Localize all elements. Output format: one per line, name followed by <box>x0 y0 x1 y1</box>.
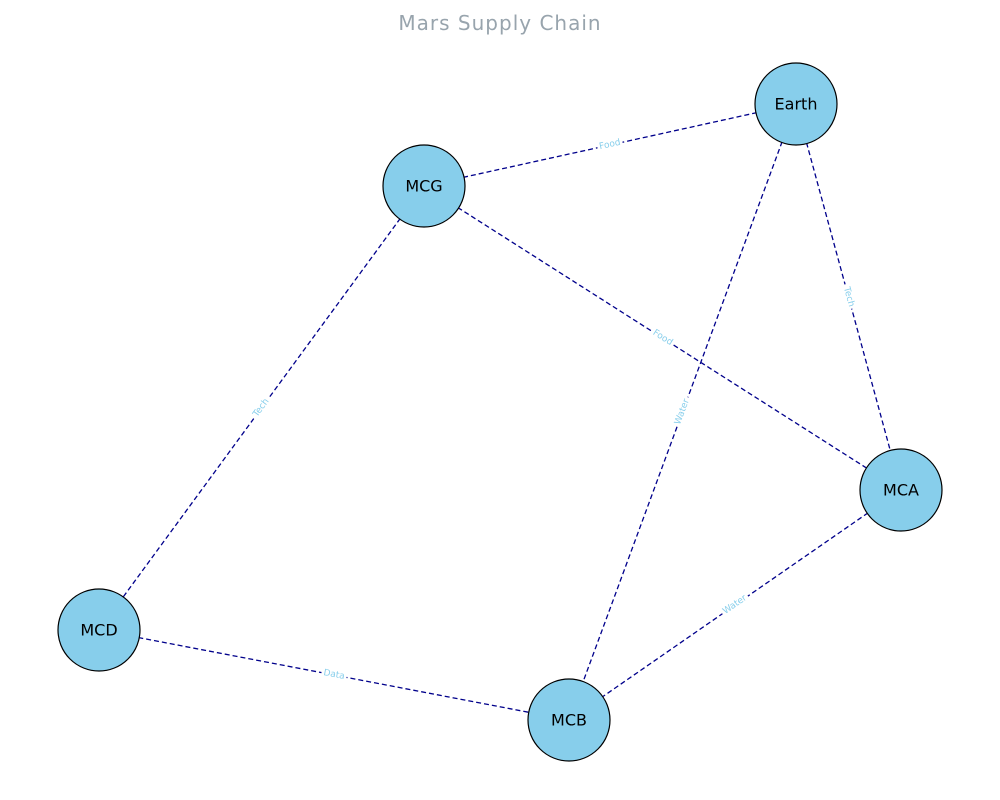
edge-mca-mcb: Water <box>568 489 902 721</box>
edge-label-group: Tech <box>248 394 274 423</box>
node-label: MCA <box>883 481 919 500</box>
edge-mcg-mcd: Tech <box>98 185 425 631</box>
edge-label-background <box>671 395 694 429</box>
node-circle <box>754 62 838 146</box>
edge-label: Data <box>323 668 346 682</box>
edge-label-group: Food <box>596 136 624 154</box>
edge-earth-mca: Tech <box>795 103 902 491</box>
edge-label-group: Tech <box>839 282 858 311</box>
node-circle <box>527 678 611 762</box>
edge-label-background <box>596 136 624 154</box>
node-mca: MCA <box>859 448 943 532</box>
node-label: Earth <box>775 95 818 114</box>
edge-label-group: Water <box>671 395 694 429</box>
node-circle <box>859 448 943 532</box>
node-label: MCD <box>80 621 117 640</box>
node-earth: Earth <box>754 62 838 146</box>
node-mcg: MCG <box>382 144 466 228</box>
edge-label: Water <box>673 398 692 427</box>
edge-label-background <box>719 591 752 619</box>
node-label: MCG <box>405 177 442 196</box>
edge-mcg-earth: Food <box>423 103 797 187</box>
edge-label-background <box>839 282 858 311</box>
edge-label: Food <box>598 138 621 152</box>
edge-mcg-mca: Food <box>423 185 902 491</box>
edge-label-group: Water <box>719 591 752 619</box>
diagram-title: Mars Supply Chain <box>398 11 601 35</box>
node-label: MCB <box>551 711 587 730</box>
edge-mcd-mcb: Data <box>98 629 570 721</box>
node-circle <box>382 144 466 228</box>
edge-label-background <box>320 666 348 684</box>
edge-label-group: Data <box>320 666 348 684</box>
edge-label-background <box>248 394 274 423</box>
edge-earth-mcb: Water <box>568 103 797 721</box>
node-mcb: MCB <box>527 678 611 762</box>
edge-label-background <box>648 326 677 350</box>
node-circle <box>57 588 141 672</box>
edge-label-group: Food <box>648 326 677 350</box>
node-mcd: MCD <box>57 588 141 672</box>
